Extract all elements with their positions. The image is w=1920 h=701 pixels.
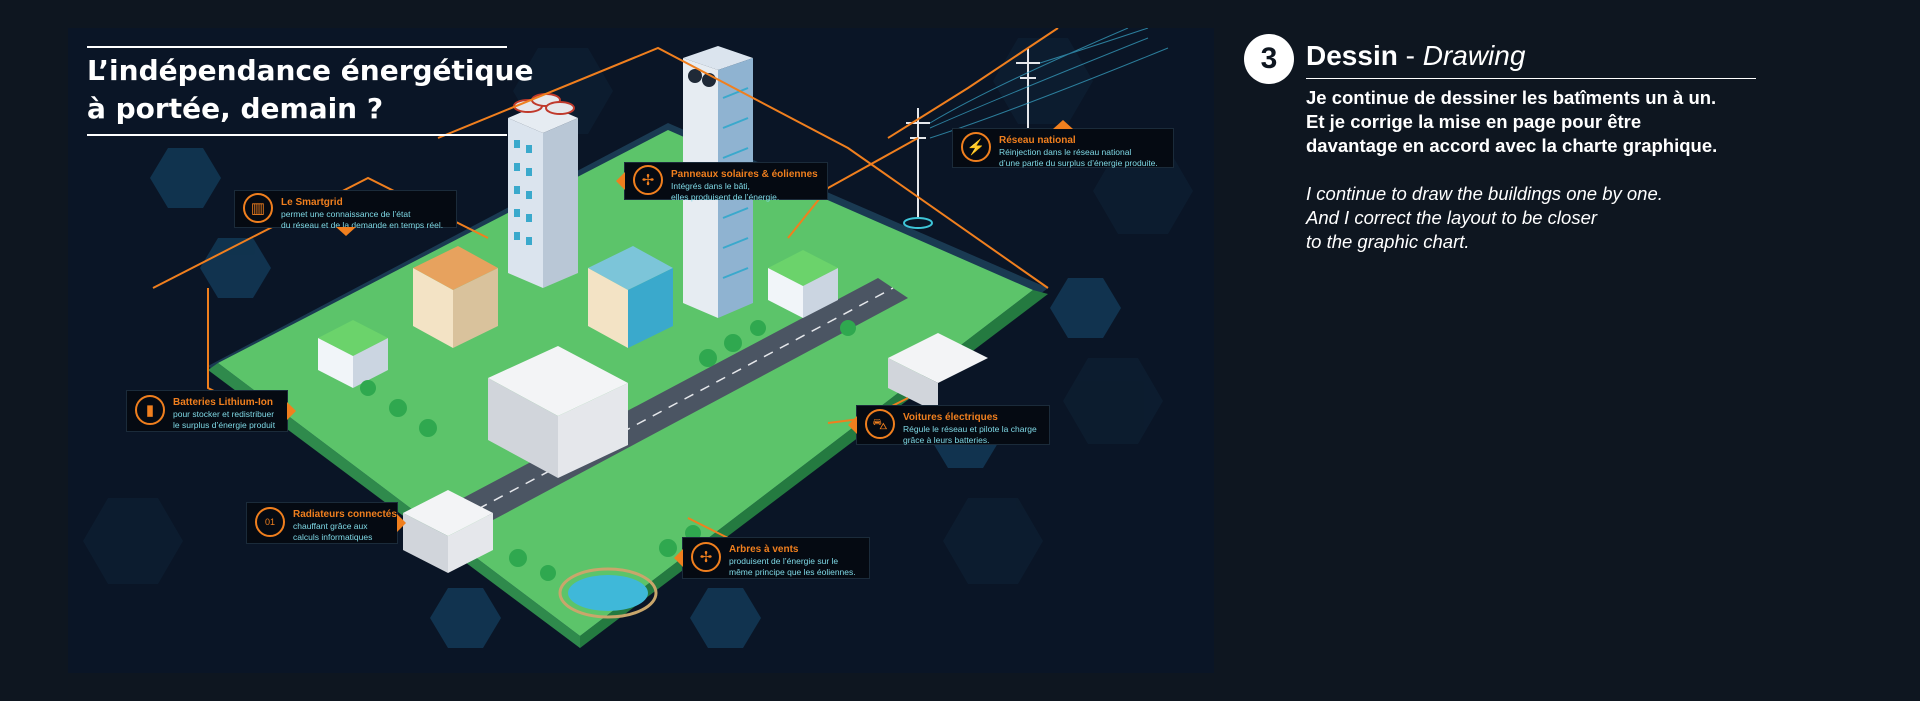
binary-chip-icon: 01 <box>255 507 285 537</box>
callout-line: Régule le réseau et pilote la charge <box>903 424 1037 434</box>
electric-car-icon: ⛍ <box>865 409 895 439</box>
city-illustration: L’indépendance énergétique à portée, dem… <box>68 28 1214 673</box>
wind-turbine-icon: ✢ <box>633 165 663 195</box>
callout-line: grâce à leurs batteries. <box>903 434 990 445</box>
callout-pointer <box>616 172 625 190</box>
callout-line: permet une connaissance de l’état <box>281 209 411 219</box>
callout-title: Arbres à vents <box>729 544 799 555</box>
callout-radiateurs: 01 Radiateurs connectés chauffant grâce … <box>246 502 406 544</box>
battery-icon: ▮ <box>135 395 165 425</box>
callout-pointer <box>287 402 296 420</box>
heading-separator: - <box>1397 40 1423 71</box>
callout-reseau: ⚡ Réseau national Réinjection dans le ré… <box>952 120 1174 168</box>
callout-title: Réseau national <box>999 135 1076 146</box>
step-heading: Dessin - Drawing <box>1306 38 1756 79</box>
callout-title: Batteries Lithium-Ion <box>173 397 274 408</box>
callout-text: pour stocker et redistribuer le surplus … <box>173 409 279 430</box>
isometric-city-drawing <box>83 28 1193 648</box>
callout-line: d’une partie du surplus d’énergie produi… <box>999 157 1158 168</box>
callout-text: Réinjection dans le réseau national d’un… <box>999 147 1165 168</box>
heading-french: Dessin <box>1306 40 1398 71</box>
paragraph-line: to the graphic chart. <box>1306 231 1470 252</box>
callout-voitures: ⛍ Voitures électriques Régule le réseau … <box>848 405 1050 445</box>
step-number-badge: 3 <box>1244 34 1294 84</box>
wind-tree-icon: ✢ <box>691 542 721 572</box>
callout-line: chauffant grâce aux <box>293 521 368 531</box>
callout-line: pour stocker et redistribuer <box>173 409 275 419</box>
lightning-icon: ⚡ <box>961 132 991 162</box>
callout-pointer <box>335 227 356 236</box>
callout-title: Voitures électriques <box>903 412 998 423</box>
callout-line: Réinjection dans le réseau national <box>999 147 1132 157</box>
callout-smartgrid: ▥ Le Smartgrid permet une connaissance d… <box>234 190 457 236</box>
callout-text: chauffant grâce aux calculs informatique… <box>293 521 389 542</box>
callout-title: Panneaux solaires & éoliennes <box>671 169 818 180</box>
callout-line: elles produisent de l’énergie. <box>671 191 780 202</box>
callout-text: produisent de l’énergie sur le même prin… <box>729 556 861 577</box>
paragraph-line: And I correct the layout to be closer <box>1306 207 1598 228</box>
callout-line: calculs informatiques <box>293 531 373 542</box>
paragraph-line: I continue to draw the buildings one by … <box>1306 183 1663 204</box>
paragraph-french: Je continue de dessiner les batîments un… <box>1306 86 1776 158</box>
paragraph-english: I continue to draw the buildings one by … <box>1306 182 1776 254</box>
callout-line: produisent de l’énergie sur le <box>729 556 839 566</box>
callout-line: même principe que les éoliennes. <box>729 566 856 577</box>
callout-pointer <box>674 549 683 567</box>
callout-title: Le Smartgrid <box>281 197 343 208</box>
callout-arbres: ✢ Arbres à vents produisent de l’énergie… <box>674 537 870 579</box>
callout-pointer <box>848 416 857 434</box>
artwork-title: L’indépendance énergétique à portée, dem… <box>87 46 534 136</box>
callout-text: permet une connaissance de l’état du rés… <box>281 209 448 230</box>
callout-batteries: ▮ Batteries Lithium-Ion pour stocker et … <box>126 390 296 432</box>
callout-line: Intégrés dans le bâti, <box>671 181 750 191</box>
gauge-icon: ▥ <box>243 193 273 223</box>
heading-english: Drawing <box>1422 40 1526 71</box>
artwork-title-line: L’indépendance énergétique <box>87 54 534 87</box>
callout-title: Radiateurs connectés <box>293 509 397 520</box>
callout-text: Intégrés dans le bâti, elles produisent … <box>671 181 819 202</box>
artwork-title-line: à portée, demain ? <box>87 92 384 125</box>
paragraph-line: Et je corrige la mise en page pour être <box>1306 111 1642 132</box>
callout-solar: ✢ Panneaux solaires & éoliennes Intégrés… <box>616 162 828 202</box>
paragraph-line: Je continue de dessiner les batîments un… <box>1306 87 1717 108</box>
paragraph-line: davantage en accord avec la charte graph… <box>1306 135 1718 156</box>
callout-pointer <box>1053 120 1073 129</box>
callout-line: du réseau et de la demande en temps réel… <box>281 219 444 230</box>
callout-text: Régule le réseau et pilote la charge grâ… <box>903 424 1041 445</box>
callout-line: le surplus d’énergie produit <box>173 419 276 430</box>
callout-pointer <box>397 514 406 532</box>
